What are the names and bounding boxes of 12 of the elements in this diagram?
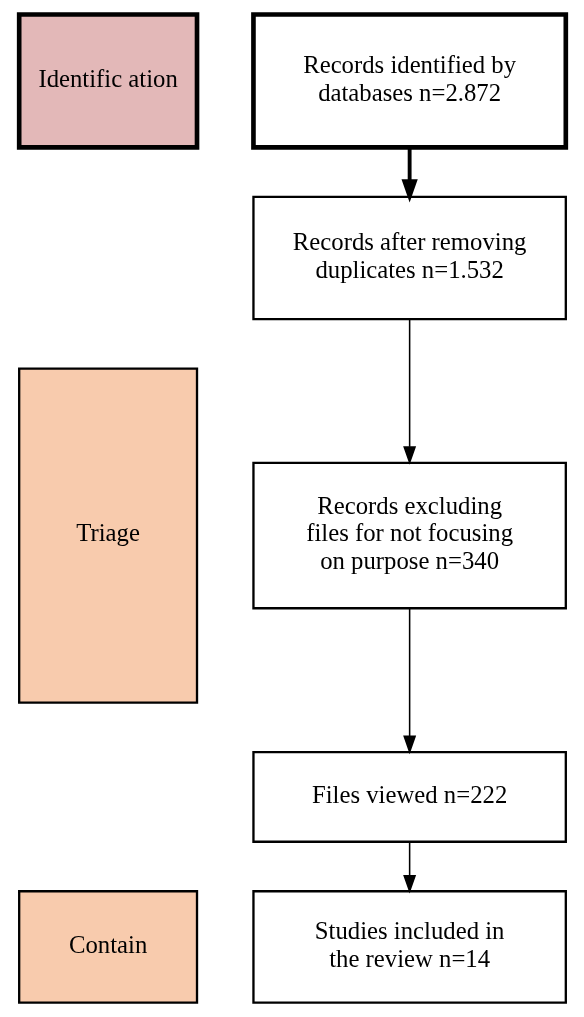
node-box: Records excluding files for not focusing on purpose n=340 [251,461,567,610]
node-box: Triage [17,367,198,704]
arrow [402,841,416,894]
node-box: Files viewed n=222 [251,750,567,843]
arrow [401,147,418,203]
arrow [402,607,416,755]
node-box: Contain [17,890,198,1004]
node-box: Records after removing duplicates n=1.532 [251,195,567,321]
node-box: Studies included in the review n=14 [251,890,567,1004]
arrow [402,318,416,465]
node-box: Identific ation [16,12,199,150]
node-box: Records identified by databases n=2.872 [250,12,568,150]
